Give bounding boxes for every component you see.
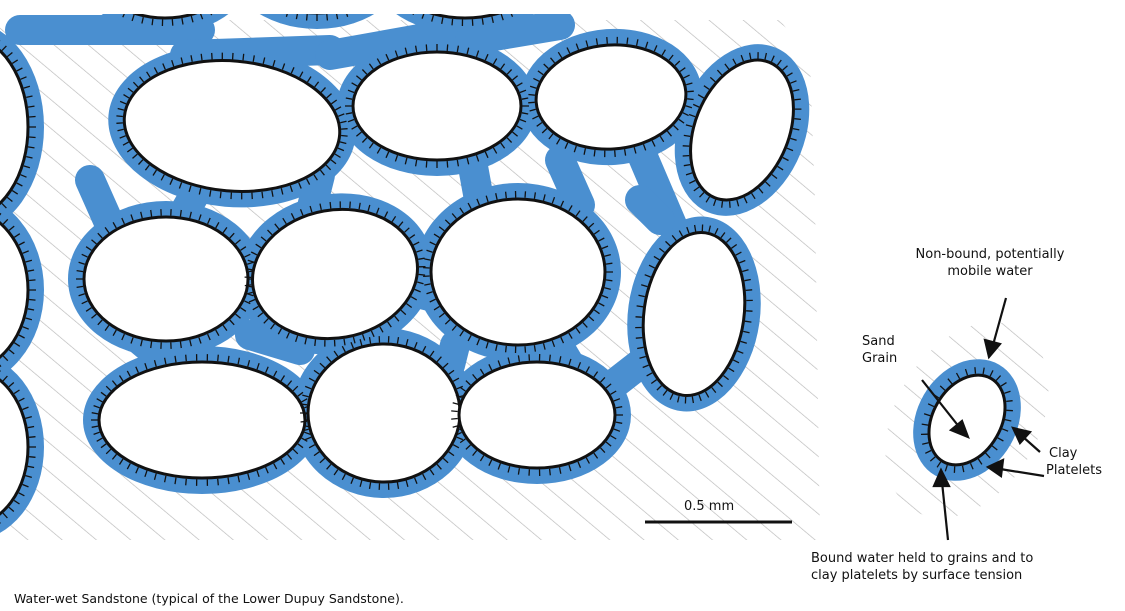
water-bridge-9	[470, 150, 480, 205]
figure-caption: Water-wet Sandstone (typical of the Lowe…	[14, 590, 404, 607]
water-bridge-17	[450, 345, 455, 365]
clay-label-line2: Platelets	[1046, 462, 1102, 479]
mobile-water-label: Non-bound, potentially mobile water	[880, 246, 1100, 280]
clay-label-line1: Clay	[1046, 445, 1102, 462]
bound-water-label-line1: Bound water held to grains and to	[811, 550, 1033, 567]
bound-water-label-line2: clay platelets by surface tension	[811, 567, 1033, 584]
water-bridge-2	[185, 50, 330, 55]
water-bridge-10	[560, 160, 580, 205]
water-bridge-22	[640, 200, 660, 220]
bound-water-label: Bound water held to grains and to clay p…	[811, 550, 1033, 584]
water-bridge-18	[555, 340, 570, 365]
sand-grain-label-line2: Grain	[862, 350, 897, 367]
mobile-water-label-line2: mobile water	[880, 263, 1100, 280]
sand-grain-label-line1: Sand	[862, 333, 897, 350]
water-bridge-7	[90, 180, 110, 225]
sand-grains-layer	[0, 0, 1020, 533]
top-edge-mask	[0, 0, 830, 14]
water-bridge-15	[250, 335, 300, 350]
sand-grain-label: Sand Grain	[862, 333, 897, 367]
water-bridge-4	[470, 25, 560, 40]
mobile-water-label-line1: Non-bound, potentially	[880, 246, 1100, 263]
clay-platelets-label: Clay Platelets	[1046, 445, 1102, 479]
scale-bar-label: 0.5 mm	[684, 498, 734, 515]
